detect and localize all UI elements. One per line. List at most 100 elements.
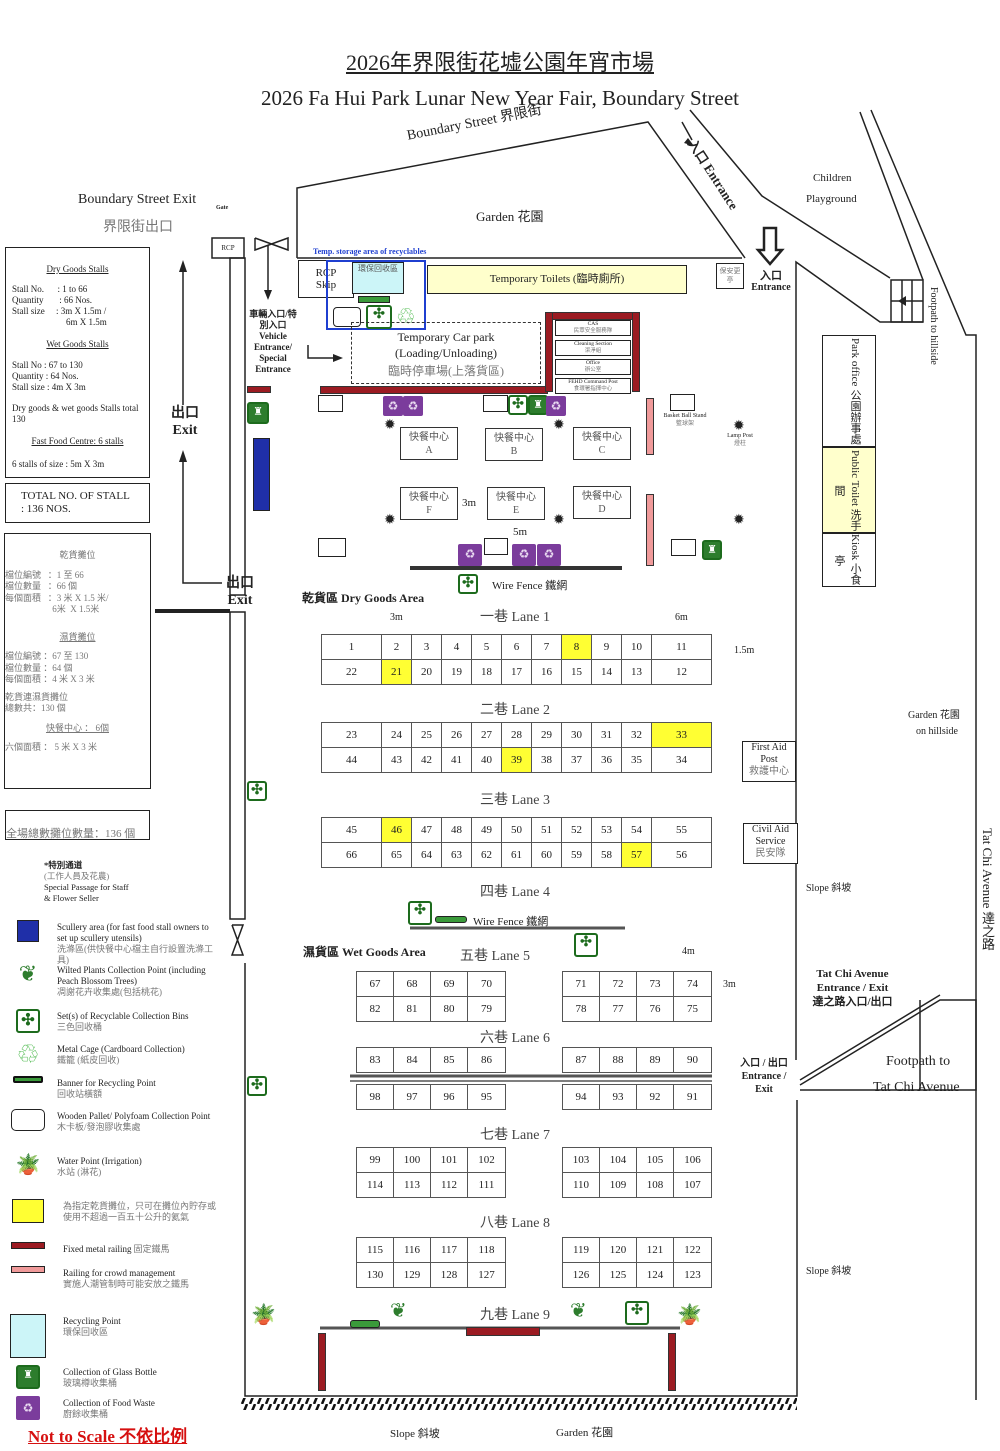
stall-15: 15: [561, 659, 592, 685]
legend-zh: 回收站橫額: [57, 1089, 103, 1099]
stall-9: 9: [591, 634, 622, 660]
cleaning-zh: 潔淨組: [584, 348, 602, 354]
stall-120: 120: [599, 1237, 637, 1263]
stall-103: 103: [562, 1147, 600, 1173]
fast-title-zh: 快餐中心 ： 6個: [45, 722, 109, 733]
stall-115: 115: [356, 1237, 394, 1263]
stall-27: 27: [471, 722, 502, 748]
stall-36: 36: [591, 747, 622, 773]
legend-zh: 固定鐵馬: [133, 1244, 170, 1254]
food-waste-icon: ♻: [546, 396, 566, 416]
legend-item: Water Point (Irrigation)水站 (淋花): [57, 1156, 217, 1178]
lamp-post-icon: ✹: [384, 418, 396, 433]
dim-3m: 3m: [723, 979, 736, 990]
stall-121: 121: [636, 1237, 674, 1263]
stall-84: 84: [393, 1047, 431, 1073]
stall-73: 73: [636, 971, 674, 997]
empty-box: [318, 538, 346, 557]
tat-chi-ent-3: 達之路入口/出口: [812, 996, 893, 1008]
civil-aid-zh: 民安隊: [755, 848, 786, 859]
lamp-zh: 燈柱: [733, 441, 746, 447]
empty-box: [671, 539, 696, 556]
stall-101: 101: [430, 1147, 468, 1173]
fixed-railing: [668, 1333, 676, 1391]
special-passage-line: *特別通道: [44, 860, 83, 870]
lane-label: 八巷 Lane 8: [480, 1216, 550, 1231]
stall-100: 100: [393, 1147, 431, 1173]
stall-58: 58: [591, 842, 622, 868]
crowd-railing-icon-shape: [11, 1266, 45, 1273]
stall-54: 54: [621, 817, 652, 843]
crowd-railing-icon: [8, 1266, 48, 1273]
yellow-square-icon-shape: [12, 1199, 44, 1223]
stall-8: 8: [561, 634, 592, 660]
stall-78: 78: [562, 996, 600, 1022]
stall-89: 89: [636, 1047, 674, 1073]
green-banner-icon-shape: [13, 1076, 43, 1083]
slope-label: Slope 斜坡: [806, 883, 852, 894]
stall-98: 98: [356, 1084, 394, 1110]
stall-75: 75: [673, 996, 712, 1022]
legend-item: 為指定乾貨攤位，只可在攤位內貯存或使用不超過一百五十公升的氦氣: [63, 1201, 223, 1223]
fixed-railing: [466, 1327, 540, 1336]
stall-114: 114: [356, 1172, 394, 1198]
wilted-plant-icon: ❦: [8, 963, 48, 985]
temporary-toilets: Temporary Toilets (臨時廁所): [427, 265, 687, 294]
info-line: Stall No. : 1 to 66: [12, 284, 88, 294]
glass-bottle-icon: ♜: [702, 540, 722, 560]
exit-en: Exit: [172, 423, 198, 438]
garden-top-label: Garden 花園: [476, 209, 544, 224]
info-line: Stall size : 3m X 1.5m /: [12, 306, 107, 316]
empty-box: [318, 395, 343, 412]
info-line: 每個面積 ：4 米 X 3 米: [5, 674, 95, 684]
title-en: 2026 Fa Hui Park Lunar New Year Fair, Bo…: [261, 86, 739, 110]
recycle-bins-icon: ✣: [458, 574, 478, 594]
stall-83: 83: [356, 1047, 394, 1073]
info-line: 檔位編號 ：67 至 130: [5, 651, 89, 661]
stall-19: 19: [441, 659, 472, 685]
stall-13: 13: [621, 659, 652, 685]
stall-25: 25: [411, 722, 442, 748]
entrance-en: Entrance: [751, 282, 791, 293]
recycle-bins-icon: ✣: [508, 395, 528, 415]
lamp-post-icon: ✹: [553, 513, 565, 528]
fast-food-label: 快餐中心: [582, 491, 622, 502]
stall-71: 71: [562, 971, 600, 997]
scullery-square-icon: [8, 920, 48, 942]
stall-125: 125: [599, 1262, 637, 1288]
stall-70: 70: [467, 971, 506, 997]
stall-130: 130: [356, 1262, 394, 1288]
security-kiosk: 保安更亭: [716, 263, 744, 289]
stall-20: 20: [411, 659, 442, 685]
lane-label: 三巷 Lane 3: [480, 793, 550, 808]
info-line: Stall No : 67 to 130: [12, 360, 83, 370]
lane-label: 七巷 Lane 7: [480, 1128, 550, 1143]
stall-96: 96: [430, 1084, 468, 1110]
dim-4m: 4m: [682, 946, 695, 957]
cleaning-en: Cleaning Section: [574, 341, 612, 347]
stall-127: 127: [467, 1262, 506, 1288]
fast-food-letter: A: [425, 445, 433, 456]
temp-storage-area: [326, 260, 426, 330]
food-waste-icon: ♻: [8, 1396, 48, 1420]
fixed-railing: [247, 386, 271, 393]
stall-92: 92: [636, 1084, 674, 1110]
fixed-railing: [632, 312, 640, 392]
dim-1-5m: 1.5m: [734, 645, 755, 656]
stall-108: 108: [636, 1172, 674, 1198]
stall-76: 76: [636, 996, 674, 1022]
dry-title-en: Dry Goods Stalls: [46, 264, 109, 274]
info-line: Quantity : 64 Nos.: [12, 371, 79, 381]
green-banner-icon: [8, 1076, 48, 1083]
stall-17: 17: [501, 659, 532, 685]
stall-38: 38: [531, 747, 562, 773]
banner-icon: [435, 916, 467, 923]
